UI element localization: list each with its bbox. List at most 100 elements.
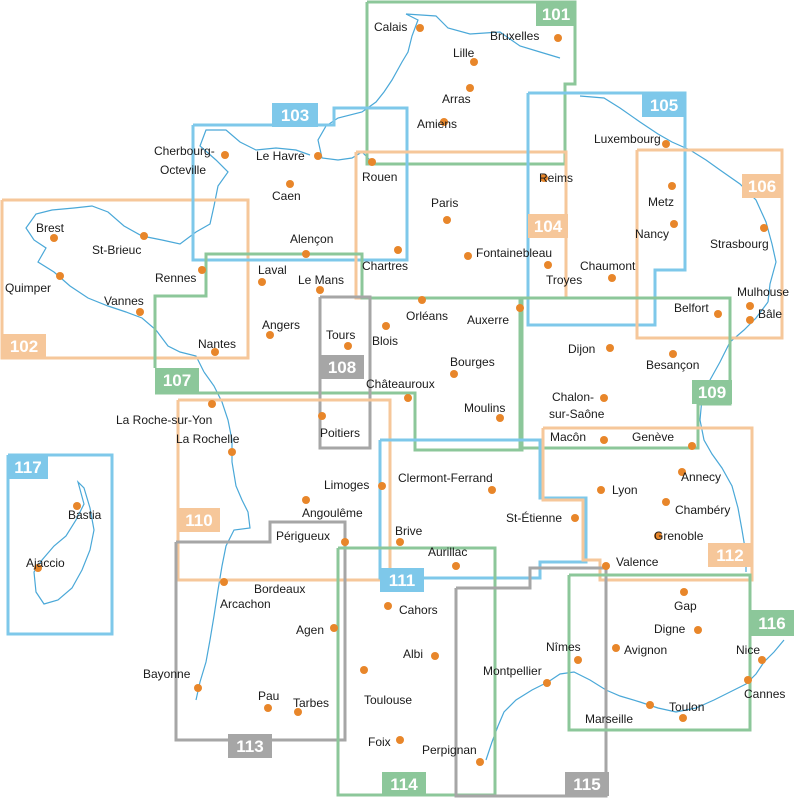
sheet-number-110: 110 [185,511,212,530]
coastline-4 [195,371,251,701]
city-label-le-mans: Le Mans [298,273,344,287]
city-label-cherbourg: Cherbourg- [154,144,215,158]
city-dot-nice [758,656,766,664]
sheet-tab-102[interactable] [2,334,46,358]
city-label-lille: Lille [453,46,475,60]
sheet-tab-103[interactable] [272,103,318,127]
sheet-number-114: 114 [390,775,418,794]
city-dot-montpellier [543,679,551,687]
city-label-metz: Metz [648,195,674,209]
city-dot-st-brieuc [140,232,148,240]
sheet-tab-108[interactable] [320,355,364,379]
city-label-luxembourg: Luxembourg [594,132,661,146]
city-label-bourges: Bourges [450,355,495,369]
city-dot-toulouse [360,666,368,674]
city-dot-bourges [450,370,458,378]
sheet-frames-layer [0,0,784,798]
city-dot-le-havre [314,152,322,160]
city-label-annecy: Annecy [681,470,721,484]
coastline-3 [25,129,311,373]
city-label-toulouse: Toulouse [364,693,412,707]
city-label-albi: Albi [403,647,423,661]
city-dot-metz [668,182,676,190]
city-dot-digne [694,626,702,634]
city-label-vannes: Vannes [104,294,144,308]
city-dot-tours [344,342,352,350]
city-label-bastia: Bastia [68,508,102,522]
city-dot-arras [466,84,474,92]
city-label-gap: Gap [674,599,697,613]
city-dot-quimper [56,272,64,280]
city-dot-vannes [136,308,144,316]
city-dot-n-mes [574,656,582,664]
city-label-toulon: Toulon [669,700,704,714]
city-label-alen-on: Alençon [290,232,333,246]
city-label-mac-n: Macôn [550,430,586,444]
city-dot-albi [431,652,439,660]
city-label-nice: Nice [736,643,760,657]
city-label-chaumont: Chaumont [580,259,636,273]
city-label-mulhouse: Mulhouse [737,285,789,299]
city-label-ch-teauroux: Châteauroux [366,377,435,391]
sheet-tab-111[interactable] [380,568,424,592]
city-dot-poitiers [318,412,326,420]
sheet-tab-106[interactable] [742,174,782,198]
sheet-tab-107[interactable] [155,368,199,392]
city-dot-ajaccio [34,564,42,572]
city-dot-le-mans [316,286,324,294]
city-dot-ch-teauroux [404,394,412,402]
sheet-tab-112[interactable] [708,543,752,567]
city-label-la-roche-sur-yon: La Roche-sur-Yon [116,413,212,427]
sheet-number-115: 115 [573,775,600,794]
city-label-bayonne: Bayonne [143,667,191,681]
sheet-tab-101[interactable] [536,2,576,26]
city-dot-blois [382,322,390,330]
city-label-lyon: Lyon [612,483,638,497]
city-labels-layer: CalaisBruxellesLilleArrasAmiensCherbourg… [5,20,789,757]
city-label-troyes: Troyes [546,273,582,287]
city-label-chalon: Chalon- [552,390,594,404]
sheet-tab-116[interactable] [750,610,794,636]
sheet-number-104: 104 [534,217,563,236]
sheet-tab-104[interactable] [528,214,568,238]
sheet-tab-117[interactable] [8,455,48,479]
sheet-tab-105[interactable] [642,93,686,117]
city-dot-auxerre [516,304,524,312]
city-dot-marseille [646,701,654,709]
city-label-sur-sa-ne: sur-Saône [549,407,605,421]
city-dot-gen-ve [688,442,696,450]
city-dot-limoges [378,482,386,490]
city-label-valence: Valence [616,555,659,569]
city-label-rennes: Rennes [155,271,196,285]
coastline-layer [25,13,785,761]
sheet-tab-109[interactable] [692,380,732,404]
city-dot-rouen [368,158,376,166]
sheet-tab-114[interactable] [382,772,426,796]
sheet-tab-115[interactable] [565,772,609,796]
sheet-number-101: 101 [542,5,570,24]
city-dot-cherbourg [221,151,229,159]
city-dot-besan-on [669,350,677,358]
city-label-p-rigueux: Périgueux [276,529,330,543]
city-label-le-havre: Le Havre [256,149,305,163]
sheet-tab-113[interactable] [228,734,272,758]
sheet-number-103: 103 [281,106,309,125]
city-dot-tarbes [294,708,302,716]
sheet-frame-102 [0,198,250,360]
city-dot-clermont-ferrand [488,486,496,494]
coastline-7 [699,301,769,572]
city-dot-moulins [496,414,504,422]
city-label-gen-ve: Genève [632,430,674,444]
city-label-auxerre: Auxerre [467,313,509,327]
city-label-caen: Caen [272,189,301,203]
sheet-tab-110[interactable] [178,508,220,532]
city-label-laval: Laval [258,263,287,277]
city-label-orl-ans: Orléans [406,309,448,323]
city-label-foix: Foix [368,735,391,749]
city-dot-chartres [394,246,402,254]
city-dot-bruxelles [554,34,562,42]
city-label-amiens: Amiens [417,117,457,131]
city-dot-amiens [440,118,448,126]
city-label-clermont-ferrand: Clermont-Ferrand [398,471,493,485]
